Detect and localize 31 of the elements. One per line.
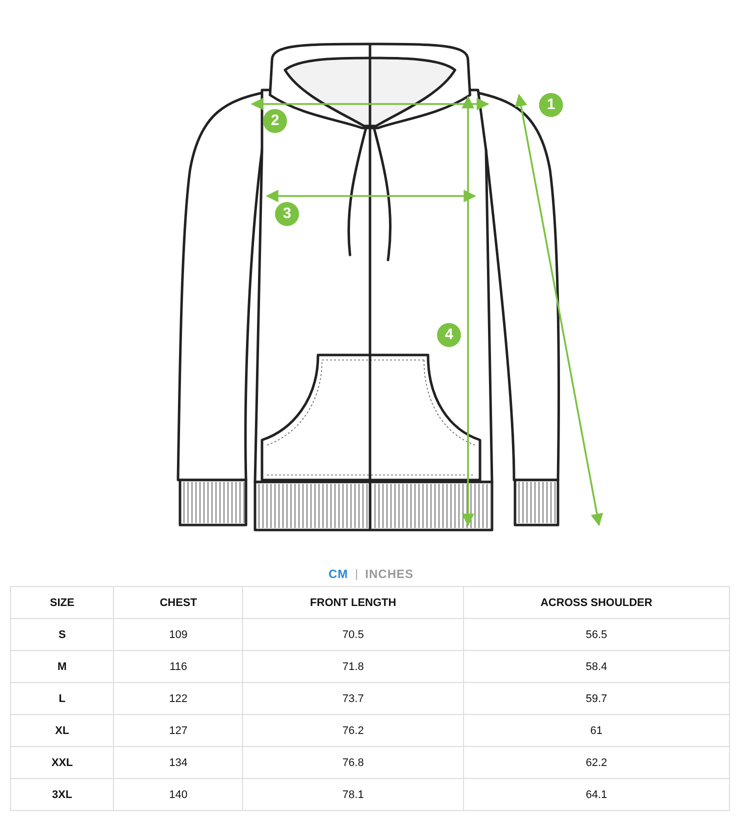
- callout-number: 1: [539, 93, 563, 117]
- size-label: M: [58, 660, 67, 672]
- column-header: ACROSS SHOULDER: [540, 596, 652, 608]
- measurement-value: 76.8: [342, 756, 364, 768]
- measurement-value: 62.2: [586, 756, 608, 768]
- measurement-value: 61: [590, 724, 603, 736]
- size-label: L: [58, 692, 66, 704]
- measurement-value: 76.2: [342, 724, 364, 736]
- unit-option: CM: [328, 567, 348, 581]
- measurement-value: 59.7: [586, 692, 608, 704]
- size-label: 3XL: [52, 788, 72, 800]
- measurement-value: 134: [169, 756, 188, 768]
- size-label: XL: [55, 724, 70, 736]
- measurement-value: 73.7: [342, 692, 364, 704]
- measurement-value: 71.8: [342, 660, 364, 672]
- measurement-value: 116: [170, 660, 188, 672]
- size-label: S: [58, 628, 66, 640]
- column-header: FRONT LENGTH: [310, 596, 396, 608]
- measurement-value: 78.1: [342, 788, 364, 800]
- measurement-value: 109: [169, 628, 188, 640]
- measurement-value: 64.1: [586, 788, 608, 800]
- size-label: XXL: [51, 756, 73, 768]
- measurement-value: 140: [169, 788, 188, 800]
- measurement-value: 58.4: [586, 660, 608, 672]
- unit-option: INCHES: [365, 567, 414, 581]
- measurement-value: 122: [169, 692, 188, 704]
- column-header: CHEST: [160, 596, 197, 608]
- measurement-value: 127: [169, 724, 188, 736]
- column-header: SIZE: [50, 596, 74, 608]
- measurement-value: 70.5: [342, 628, 364, 640]
- measurement-value: 56.5: [586, 628, 608, 640]
